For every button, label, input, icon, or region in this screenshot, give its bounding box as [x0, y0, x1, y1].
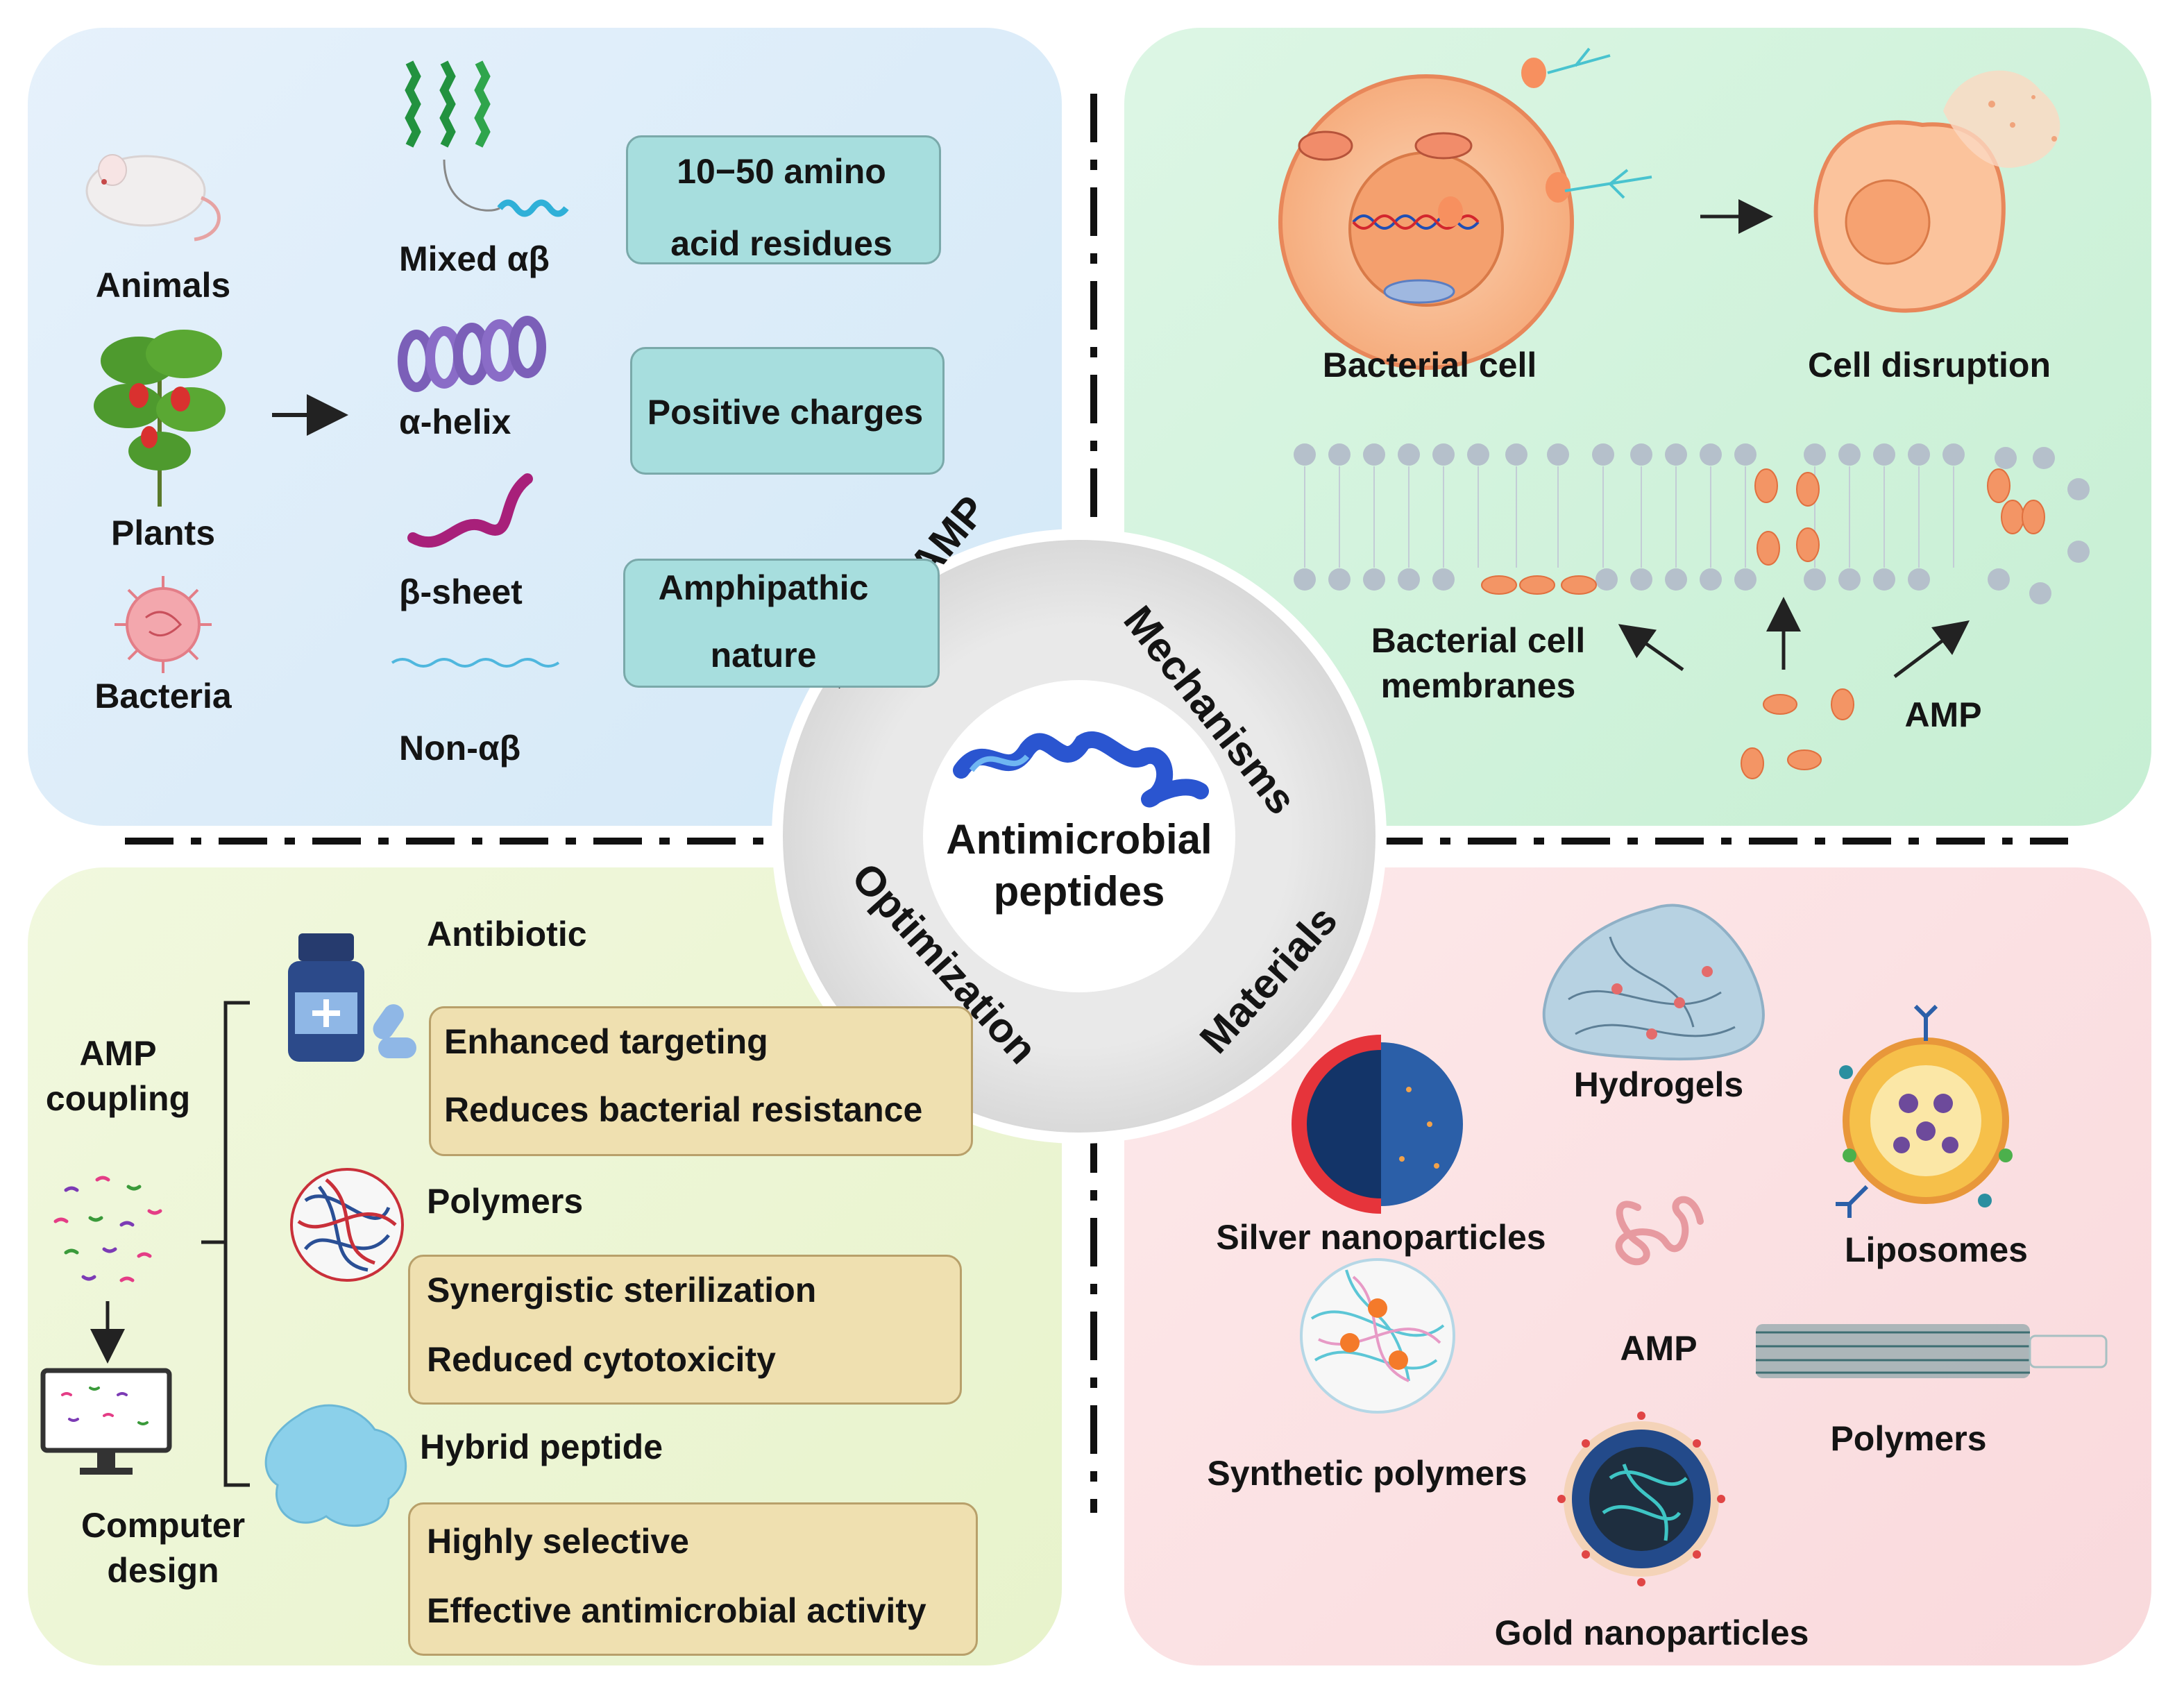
membranes-label-line1: Bacterial cell	[1371, 621, 1586, 660]
silver-label: Silver nanoparticles	[1216, 1218, 1546, 1257]
non-ab-icon	[391, 658, 560, 668]
gold-label: Gold nanoparticles	[1494, 1613, 1809, 1652]
silver-nanoparticle-icon	[1292, 1035, 1463, 1214]
antibiotic-line2: Reduces bacterial resistance	[444, 1090, 923, 1129]
bacteria-icon	[115, 576, 212, 673]
cell-disruption-label: Cell disruption	[1808, 346, 2051, 384]
material-amp-label: AMP	[1620, 1329, 1698, 1368]
hybrid-line2: Effective antimicrobial activity	[427, 1591, 926, 1630]
membranes-label-line2: membranes	[1380, 666, 1576, 705]
computer-design-line2: design	[107, 1551, 219, 1590]
source-animals: Animals	[95, 266, 231, 305]
residues-line2: acid residues	[670, 224, 892, 263]
synthetic-polymer-icon	[1300, 1258, 1455, 1414]
bacterial-cell-icon	[1278, 47, 1652, 370]
polymers-material-label: Polymers	[1830, 1419, 1987, 1458]
amp-coupling-line2: coupling	[45, 1079, 191, 1118]
structure-mixed-ab: Mixed αβ	[399, 239, 550, 278]
residues-line1: 10−50 amino	[677, 152, 886, 191]
liposome-icon	[1836, 1004, 2013, 1218]
center-title-line1: Antimicrobial	[946, 816, 1212, 863]
amphipathic-line2: nature	[710, 636, 817, 675]
beta-sheet-icon	[407, 473, 533, 548]
charges-box	[630, 347, 945, 475]
computer-design-line1: Computer	[81, 1506, 246, 1545]
carbon-nanotube-icon	[1756, 1324, 2108, 1378]
source-plants: Plants	[110, 514, 216, 552]
structure-beta-sheet: β-sheet	[399, 573, 523, 611]
gold-nanoparticle-icon	[1557, 1412, 1725, 1586]
hybrid-title: Hybrid peptide	[420, 1427, 663, 1466]
membrane-icon	[1294, 443, 2090, 779]
polymers-title: Polymers	[427, 1182, 584, 1221]
peptide-fragments-icon	[53, 1176, 162, 1282]
synthetic-label: Synthetic polymers	[1207, 1454, 1527, 1493]
mixed-ab-icon	[405, 60, 569, 217]
plant-icon	[94, 330, 226, 507]
charges-text: Positive charges	[647, 393, 924, 432]
antibiotic-bottle-icon	[288, 933, 416, 1062]
structure-non-ab: Non-αβ	[399, 729, 521, 768]
hydrogel-icon	[1542, 904, 1765, 1061]
coupling-bracket	[201, 1001, 250, 1487]
hybrid-peptide-icon	[264, 1404, 407, 1527]
mech-amp-label: AMP	[1904, 695, 1982, 734]
amphipathic-line1: Amphipathic	[658, 568, 869, 607]
amp-coupling-line1: AMP	[79, 1034, 157, 1073]
hybrid-line1: Highly selective	[427, 1522, 689, 1561]
antibiotic-box	[429, 1006, 973, 1156]
liposomes-label: Liposomes	[1845, 1230, 2028, 1269]
hybrid-box	[408, 1502, 978, 1656]
center-title-line2: peptides	[993, 868, 1165, 915]
bacterial-cell-label: Bacterial cell	[1322, 346, 1537, 384]
hydrogels-label: Hydrogels	[1573, 1065, 1744, 1104]
amphipathic-box	[623, 559, 940, 688]
cell-disruption-icon	[1813, 70, 2060, 313]
antibiotic-title: Antibiotic	[427, 915, 587, 953]
computer-icon	[40, 1368, 172, 1475]
source-bacteria: Bacteria	[94, 677, 232, 715]
alpha-helix-icon	[398, 316, 546, 392]
antibiotic-line1: Enhanced targeting	[444, 1022, 768, 1061]
polymer-ball-icon	[290, 1168, 404, 1282]
rat-icon	[85, 154, 221, 241]
polymers-line2: Reduced cytotoxicity	[427, 1340, 776, 1379]
structure-alpha-helix: α-helix	[399, 402, 511, 441]
dividers	[125, 94, 2068, 1513]
amp-coil-icon	[1615, 1196, 1704, 1266]
residues-box	[626, 135, 941, 264]
polymers-line1: Synergistic sterilization	[427, 1271, 817, 1309]
polymers-box	[408, 1255, 962, 1405]
